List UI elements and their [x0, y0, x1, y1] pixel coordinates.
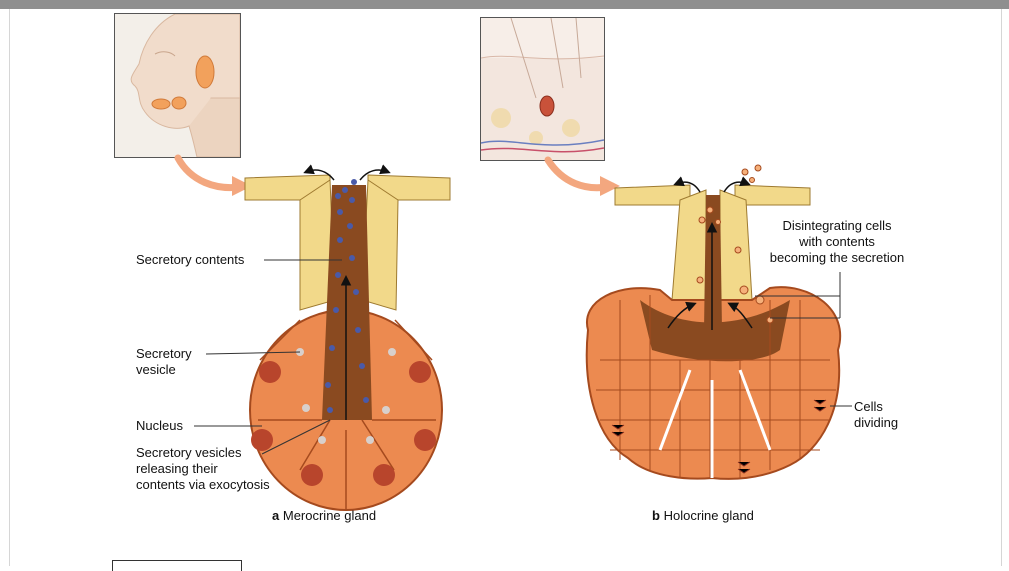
- label-secretory-vesicle-line1: Secretory: [136, 346, 192, 361]
- skin-illustration: [481, 18, 604, 160]
- label-disintegrating-line1: Disintegrating cells: [782, 218, 891, 233]
- pointer-arrow-b: [548, 160, 612, 188]
- right-border: [1001, 9, 1002, 566]
- label-cells-line1: Cells: [854, 399, 883, 414]
- caption-b-text: Holocrine gland: [664, 508, 754, 523]
- left-border: [9, 9, 10, 566]
- label-releasing-line1: Secretory vesicles: [136, 445, 241, 460]
- inset-face-salivary: [114, 13, 241, 158]
- label-cells-line2: dividing: [854, 415, 898, 430]
- caption-b-letter: b: [652, 508, 660, 523]
- leader-lines-b: [755, 272, 852, 406]
- label-disintegrating-cells: Disintegrating cells with contents becom…: [762, 218, 912, 266]
- label-cells-dividing: Cells dividing: [854, 399, 898, 431]
- label-disintegrating-line2: with contents: [799, 234, 875, 249]
- label-vesicles-releasing: Secretory vesicles releasing their conte…: [136, 445, 270, 493]
- merocrine-gland: [245, 170, 450, 510]
- window-top-bar: [0, 0, 1009, 9]
- caption-a-text: Merocrine gland: [283, 508, 376, 523]
- caption-a-letter: a: [272, 508, 279, 523]
- label-disintegrating-line3: becoming the secretion: [770, 250, 904, 265]
- holocrine-gland: [587, 165, 840, 479]
- label-secretory-contents: Secretory contents: [136, 252, 244, 268]
- label-releasing-line2: releasing their: [136, 461, 218, 476]
- pointer-arrow-a: [178, 158, 246, 188]
- label-secretory-vesicle-line2: vesicle: [136, 362, 176, 377]
- caption-a: a Merocrine gland: [272, 508, 376, 523]
- caption-b: b Holocrine gland: [652, 508, 754, 523]
- face-illustration: [115, 14, 240, 157]
- label-secretory-vesicle: Secretory vesicle: [136, 346, 192, 378]
- label-releasing-line3: contents via exocytosis: [136, 477, 270, 492]
- label-nucleus: Nucleus: [136, 418, 183, 434]
- leader-lines-a: [194, 260, 342, 454]
- inset-skin-section: [480, 17, 605, 161]
